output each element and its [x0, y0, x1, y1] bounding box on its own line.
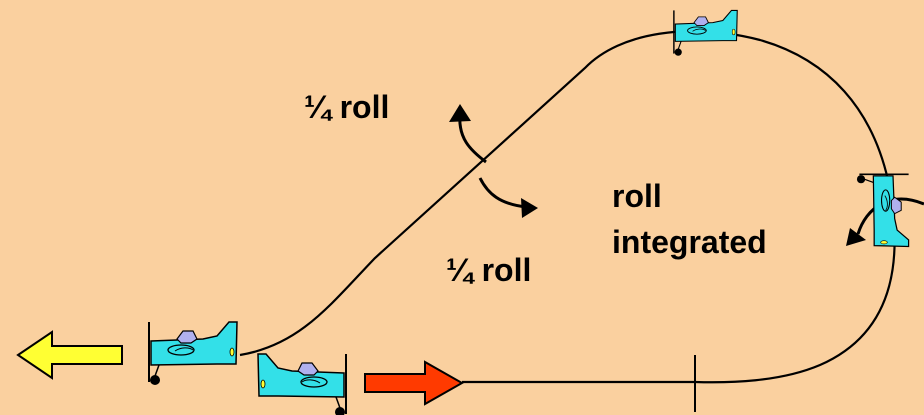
label-roll-integrated-line2: integrated	[612, 224, 767, 260]
label-quarter-roll-upper: ¼ roll	[304, 89, 390, 125]
flight-path	[239, 30, 896, 384]
entry-arrow	[364, 360, 465, 406]
label-roll-integrated-line1: roll	[612, 178, 662, 214]
aircraft-right-vertical	[856, 173, 910, 248]
exit-arrow	[16, 330, 123, 380]
aircraft-entry	[257, 353, 347, 415]
label-quarter-roll-lower: ¼ roll	[446, 252, 532, 288]
aircraft-top	[673, 9, 738, 57]
aircraft-exit	[148, 321, 238, 386]
roll-arrow-lower	[478, 177, 538, 218]
roll-arrow-upper	[449, 104, 487, 164]
